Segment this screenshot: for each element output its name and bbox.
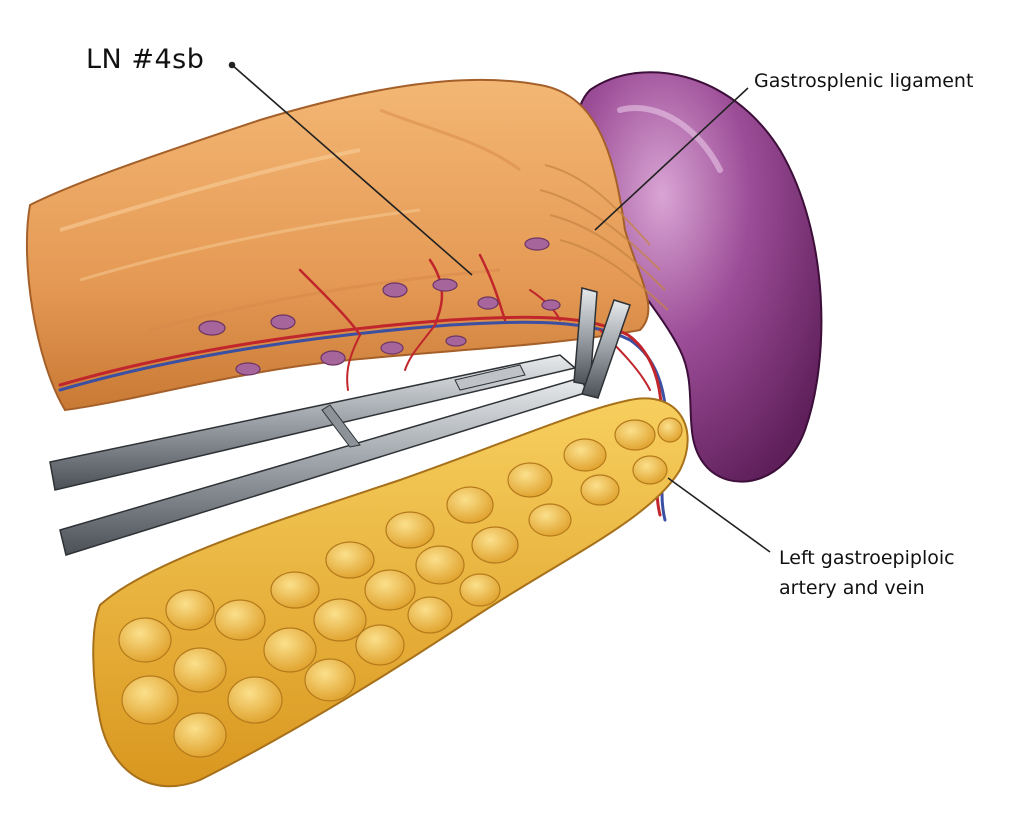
surgical-forceps [49, 287, 631, 556]
leader-line-gastrosplenic [594, 87, 749, 231]
lymph-nodes [198, 237, 561, 376]
leader-line-ln4sb [231, 64, 473, 276]
label-left-gastroepiploic-line1: Left gastroepiploic [779, 547, 955, 569]
leader-dot-ln4sb [228, 61, 236, 69]
pancreas-lobules [118, 417, 683, 758]
label-left-gastroepiploic-line2: artery and vein [779, 577, 925, 599]
gastrosplenic-ligament [539, 164, 669, 311]
label-left-gastroepiploic: Left gastroepiploic artery and vein [779, 543, 989, 603]
leader-lines [228, 61, 771, 553]
leader-line-gastroepiploic [667, 477, 771, 553]
pancreas [92, 397, 689, 788]
label-lymph-node-4sb: LN #4sb [86, 44, 205, 75]
label-gastrosplenic-ligament: Gastrosplenic ligament [754, 70, 974, 92]
